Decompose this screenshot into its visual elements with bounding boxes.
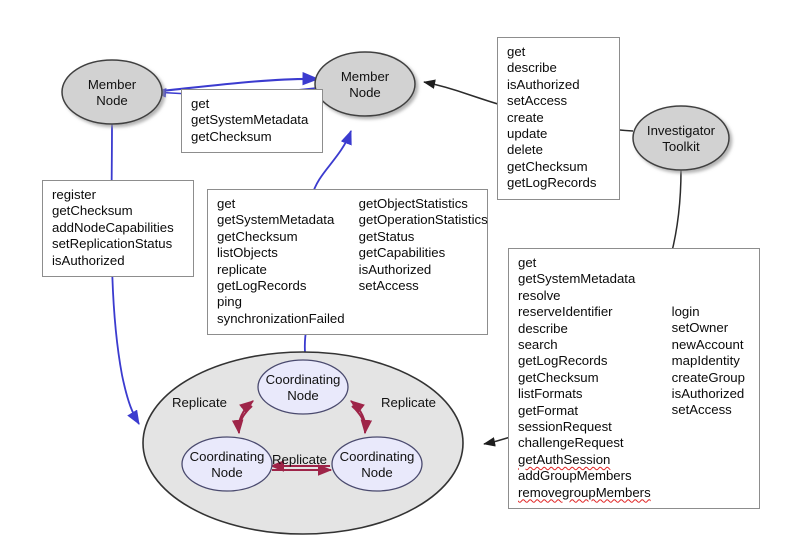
annotation-box-toolkit-to-member: get describe isAuthorized setAccess crea… [497, 37, 620, 200]
method-item: isAuthorized [671, 386, 745, 402]
annotation-column: get getSystemMetadata resolve reserveIde… [518, 255, 658, 501]
method-item: register [52, 187, 96, 202]
annotation-box-coordinating-to-member: get getSystemMetadata getChecksum listOb… [207, 189, 488, 336]
method-item: login [671, 304, 700, 319]
method-item-misspelled: removegroupMembers [518, 484, 651, 500]
method-item: getSystemMetadata [191, 112, 309, 128]
method-item: getChecksum [217, 228, 298, 244]
method-item: isAuthorized [507, 76, 580, 92]
method-item: create [507, 109, 544, 125]
method-item: get [191, 96, 210, 111]
method-item: get [507, 44, 526, 59]
method-item: setReplicationStatus [52, 236, 173, 252]
annotation-column: get getSystemMetadata getChecksum [191, 96, 308, 145]
method-item: isAuthorized [52, 252, 125, 268]
method-item: listObjects [217, 245, 278, 261]
member-node-right-shape[interactable] [314, 51, 416, 117]
annotation-column: register getChecksum addNodeCapabilities… [52, 187, 174, 269]
member-node-left-shape[interactable] [61, 59, 163, 125]
annotation-column: get describe isAuthorized setAccess crea… [507, 44, 596, 192]
method-item: getFormat [518, 402, 579, 418]
method-item: getOperationStatistics [358, 212, 488, 228]
method-item: get [518, 255, 537, 270]
method-item: update [507, 126, 548, 142]
method-item: describe [507, 60, 557, 76]
method-item: mapIdentity [671, 353, 740, 369]
edge-replicate-right [350, 400, 373, 435]
method-item: sessionRequest [518, 419, 612, 435]
annotation-box-member-to-member: get getSystemMetadata getChecksum [181, 89, 323, 154]
annotation-column: getObjectStatistics getOperationStatisti… [359, 196, 488, 294]
method-item: setAccess [507, 93, 568, 109]
method-item: delete [507, 142, 543, 158]
method-item: getChecksum [507, 158, 588, 174]
method-item: getObjectStatistics [358, 196, 468, 211]
method-item: getSystemMetadata [518, 271, 636, 287]
method-item: challengeRequest [518, 435, 624, 451]
method-item: getChecksum [52, 203, 133, 219]
method-item: getCapabilities [358, 245, 446, 261]
replicate-bottom-label: Replicate [272, 452, 327, 467]
method-item: reserveIdentifier [518, 304, 613, 320]
investigator-toolkit-shape[interactable] [632, 105, 730, 171]
method-item: search [518, 337, 558, 353]
replicate-left-label: Replicate [172, 395, 227, 410]
method-item: getChecksum [518, 369, 599, 385]
method-item: ping [217, 294, 242, 310]
method-item: synchronizationFailed [217, 310, 345, 326]
method-item: getLogRecords [507, 175, 597, 191]
method-item: createGroup [671, 369, 745, 385]
edge-replicate-bottom [269, 460, 333, 476]
method-item: isAuthorized [358, 261, 432, 277]
method-item: getSystemMetadata [217, 212, 335, 228]
method-item: describe [518, 320, 568, 336]
method-item: setOwner [671, 320, 729, 336]
replicate-right-label: Replicate [381, 395, 436, 410]
method-item: replicate [217, 261, 267, 277]
method-item: addNodeCapabilities [52, 219, 174, 235]
method-item: listFormats [518, 386, 583, 402]
annotation-column: login setOwner newAccount mapIdentity cr… [672, 255, 745, 419]
coordinating-node-right-shape[interactable] [331, 436, 423, 492]
method-item: addGroupMembers [518, 468, 632, 484]
method-item: newAccount [671, 336, 744, 352]
coordinating-node-top-shape[interactable] [257, 359, 349, 415]
coordinating-node-left-shape[interactable] [181, 436, 273, 492]
annotation-box-member-register: register getChecksum addNodeCapabilities… [42, 180, 194, 278]
method-item: getLogRecords [518, 353, 608, 369]
method-item: getLogRecords [217, 278, 307, 294]
method-item: getChecksum [191, 128, 272, 144]
method-item: getStatus [358, 228, 415, 244]
method-item: resolve [518, 287, 561, 303]
method-item: setAccess [671, 402, 732, 418]
method-item: get [217, 196, 236, 211]
edge-replicate-left [231, 400, 254, 435]
annotation-box-toolkit-to-coordinating: get getSystemMetadata resolve reserveIde… [508, 248, 760, 510]
annotation-column: get getSystemMetadata getChecksum listOb… [217, 196, 345, 327]
method-item-misspelled: getAuthSession [518, 451, 611, 467]
method-item: setAccess [358, 278, 419, 294]
